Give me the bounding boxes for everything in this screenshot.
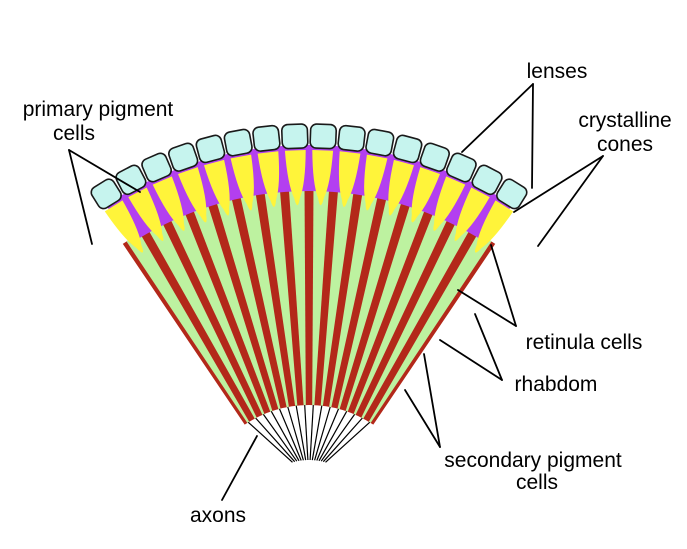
label-crystalline-1: crystalline xyxy=(578,109,671,132)
crystalline-cone xyxy=(230,154,254,211)
rhabdom xyxy=(320,188,354,406)
label-lenses: lenses xyxy=(527,60,588,83)
lens xyxy=(141,152,173,183)
lens xyxy=(445,152,477,183)
axon xyxy=(287,406,304,461)
leader-primary-2 xyxy=(68,149,141,193)
rhabdom xyxy=(169,211,265,415)
label-crystalline-2: cones xyxy=(597,133,653,156)
axon xyxy=(278,408,302,461)
axon xyxy=(262,414,298,462)
lens xyxy=(419,142,450,172)
rhabdom xyxy=(353,211,449,415)
lens xyxy=(309,123,338,150)
axon xyxy=(320,414,356,462)
crystalline-cone xyxy=(152,176,185,231)
lens xyxy=(252,124,281,152)
leader-lenses-2 xyxy=(531,83,534,189)
lens xyxy=(90,178,122,210)
lens xyxy=(365,128,395,157)
retinula-layer xyxy=(122,186,496,520)
rhabdom xyxy=(239,191,289,408)
crystalline-cone xyxy=(104,200,144,253)
rhabdom xyxy=(329,191,379,408)
axon xyxy=(309,405,314,461)
lens xyxy=(168,142,199,172)
leader-rhabdom-1 xyxy=(439,339,503,381)
axon xyxy=(325,421,371,463)
axon xyxy=(295,405,307,461)
axon xyxy=(314,406,331,461)
crystalline-cone xyxy=(388,159,414,216)
crystalline-cone xyxy=(474,200,514,253)
rhabdom xyxy=(264,188,298,406)
axon xyxy=(318,411,348,462)
rhabdom xyxy=(288,187,306,406)
label-secondary-2: cells xyxy=(516,471,558,494)
leader-retinula-1 xyxy=(490,244,517,327)
labels: lenses primary pigment cells crystalline… xyxy=(23,60,672,527)
label-primary-pigment-2: cells xyxy=(53,122,95,145)
crystalline-cone xyxy=(284,150,306,206)
label-secondary-1: secondary pigment xyxy=(444,449,622,472)
crystalline-cone xyxy=(364,154,388,211)
axon xyxy=(316,408,340,461)
leader-lenses-1 xyxy=(461,83,534,153)
lens xyxy=(195,134,226,164)
lens xyxy=(223,128,253,157)
axon-layer xyxy=(247,405,371,463)
crystalline-cone xyxy=(433,176,466,231)
leader-secondary-1 xyxy=(423,353,441,448)
lens-layer xyxy=(90,123,528,210)
crystalline-cone-layer xyxy=(104,150,514,253)
rhabdom xyxy=(147,221,257,419)
rhabdom xyxy=(126,233,250,423)
leader-cones-2 xyxy=(537,155,604,247)
crystalline-cone xyxy=(312,150,334,206)
leader-cones-1 xyxy=(513,155,604,213)
leader-secondary-2 xyxy=(404,389,441,448)
crystalline-cone xyxy=(411,167,440,223)
lens xyxy=(392,134,423,164)
lens xyxy=(496,178,528,210)
crystalline-cone xyxy=(454,187,490,241)
axon xyxy=(255,417,296,463)
label-rhabdom: rhabdom xyxy=(515,373,598,396)
crystalline-cone xyxy=(178,167,207,223)
rhabdom xyxy=(337,196,402,410)
rhabdom xyxy=(312,187,330,406)
leader-rhabdom-2 xyxy=(474,313,503,381)
crystalline-cone xyxy=(128,187,164,241)
axon xyxy=(311,405,323,461)
inner-gap xyxy=(245,405,373,520)
label-axons: axons xyxy=(190,504,246,527)
lens xyxy=(280,123,309,150)
crystalline-cone xyxy=(338,151,361,207)
axon xyxy=(322,417,363,463)
rhabdom xyxy=(192,202,273,412)
lens xyxy=(471,164,503,196)
label-primary-pigment-1: primary pigment xyxy=(23,98,174,121)
rhabdom xyxy=(345,202,426,412)
lens xyxy=(337,124,366,152)
leader-retinula-2 xyxy=(457,289,517,327)
label-retinula: retinula cells xyxy=(526,331,643,354)
rhabdom xyxy=(216,196,281,410)
axon xyxy=(270,411,300,462)
leader-primary-1 xyxy=(68,149,93,245)
leader-lines xyxy=(68,83,604,501)
axon xyxy=(247,421,293,463)
crystalline-cone xyxy=(257,151,280,207)
crystalline-cone xyxy=(204,159,230,216)
rhabdom xyxy=(361,221,471,419)
axon xyxy=(304,405,309,461)
rhabdom-layer xyxy=(126,187,492,423)
leader-axons xyxy=(221,435,258,501)
rhabdom xyxy=(368,233,492,423)
